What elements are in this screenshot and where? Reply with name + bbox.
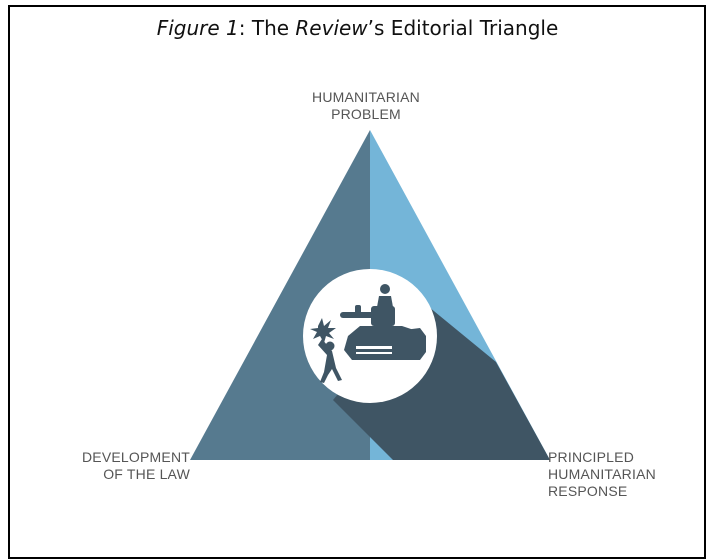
label-development-of-the-law: DEVELOPMENT OF THE LAW: [30, 449, 190, 483]
figure-caption: Figure 1: The Review’s Editorial Triangl…: [0, 16, 715, 40]
label-principled-humanitarian-response: PRINCIPLED HUMANITARIAN RESPONSE: [548, 449, 708, 500]
label-right-line-1: PRINCIPLED: [548, 449, 635, 465]
label-left-line-1: DEVELOPMENT: [82, 449, 190, 465]
label-top-line-2: PROBLEM: [331, 106, 401, 122]
label-humanitarian-problem: HUMANITARIAN PROBLEM: [266, 89, 466, 123]
caption-rest: ’s Editorial Triangle: [367, 16, 559, 40]
label-right-line-2: HUMANITARIAN: [548, 466, 656, 482]
label-right-line-3: RESPONSE: [548, 483, 628, 499]
caption-figure-label: Figure 1: [156, 16, 239, 40]
conflict-icon: [310, 284, 426, 383]
label-left-line-2: OF THE LAW: [103, 466, 190, 482]
label-top-line-1: HUMANITARIAN: [312, 89, 420, 105]
caption-italic-word: Review: [295, 16, 368, 40]
caption-sep: : The: [238, 16, 296, 40]
